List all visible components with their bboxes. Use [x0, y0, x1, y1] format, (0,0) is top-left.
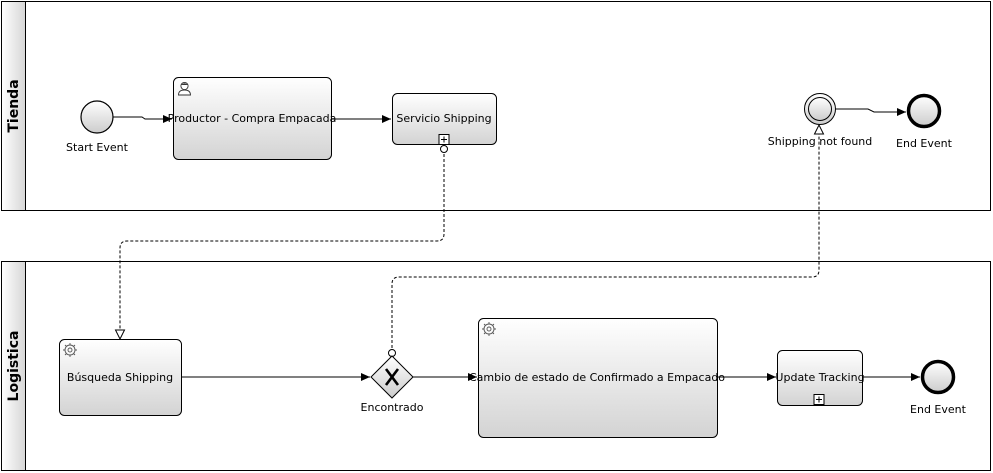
intermediate-event-label: Shipping not found	[768, 135, 873, 148]
intermediate-event-shipping-not-found[interactable]: Shipping not found	[768, 93, 873, 149]
pool-logistica-title: Logistica	[6, 331, 22, 402]
task-cambio-box	[478, 318, 718, 438]
task-update-tracking[interactable]: Update Tracking	[775, 350, 865, 406]
message-flow-gateway-to-intermediate[interactable]	[388, 123, 825, 357]
end-event-tienda-shape	[906, 93, 942, 129]
pool-tienda-header	[1, 1, 26, 211]
task-busqueda-shipping[interactable]: Búsqueda Shipping	[59, 339, 182, 416]
end-event-logistica-shape	[920, 359, 956, 395]
start-event-label: Start Event	[66, 141, 129, 154]
user-icon	[178, 81, 191, 96]
pool-logistica-header	[1, 261, 26, 471]
gateway-encontrado[interactable]: Encontrado	[361, 355, 424, 414]
flow-intermediate-to-end[interactable]	[836, 108, 906, 116]
start-event[interactable]: Start Event	[66, 100, 129, 154]
task-servicio-shipping[interactable]: Servicio Shipping	[392, 93, 497, 145]
end-event-logistica[interactable]: End Event	[910, 359, 967, 417]
intermediate-event-inner	[808, 97, 832, 121]
task-update-label: Update Tracking	[775, 371, 864, 384]
task-cambio-estado[interactable]: Cambio de estado de Confirmado a Empacad…	[469, 318, 725, 438]
gateway-label: Encontrado	[361, 401, 424, 414]
subprocess-marker-icon	[438, 134, 450, 145]
task-compra-label: Productor - Compra Empacada	[168, 112, 337, 125]
task-servicio-label: Servicio Shipping	[396, 112, 491, 125]
end-event-tienda[interactable]: End Event	[896, 93, 953, 151]
task-cambio-label: Cambio de estado de Confirmado a Empacad…	[469, 371, 725, 384]
gear-icon	[63, 343, 77, 357]
task-busqueda-label: Búsqueda Shipping	[67, 371, 173, 384]
gear-icon	[482, 322, 496, 336]
start-event-shape	[80, 100, 114, 134]
task-busqueda-box	[59, 339, 182, 416]
subprocess-marker-icon	[813, 394, 825, 405]
task-update-box	[777, 350, 863, 406]
end-event-tienda-label: End Event	[896, 137, 953, 150]
pool-tienda-title: Tienda	[6, 79, 22, 132]
exclusive-x-icon	[384, 368, 400, 386]
task-compra-empacada[interactable]: Productor - Compra Empacada	[168, 77, 337, 160]
end-event-logistica-label: End Event	[910, 403, 967, 416]
task-compra-box	[173, 77, 332, 160]
flow-start-to-compra[interactable]	[113, 115, 172, 123]
